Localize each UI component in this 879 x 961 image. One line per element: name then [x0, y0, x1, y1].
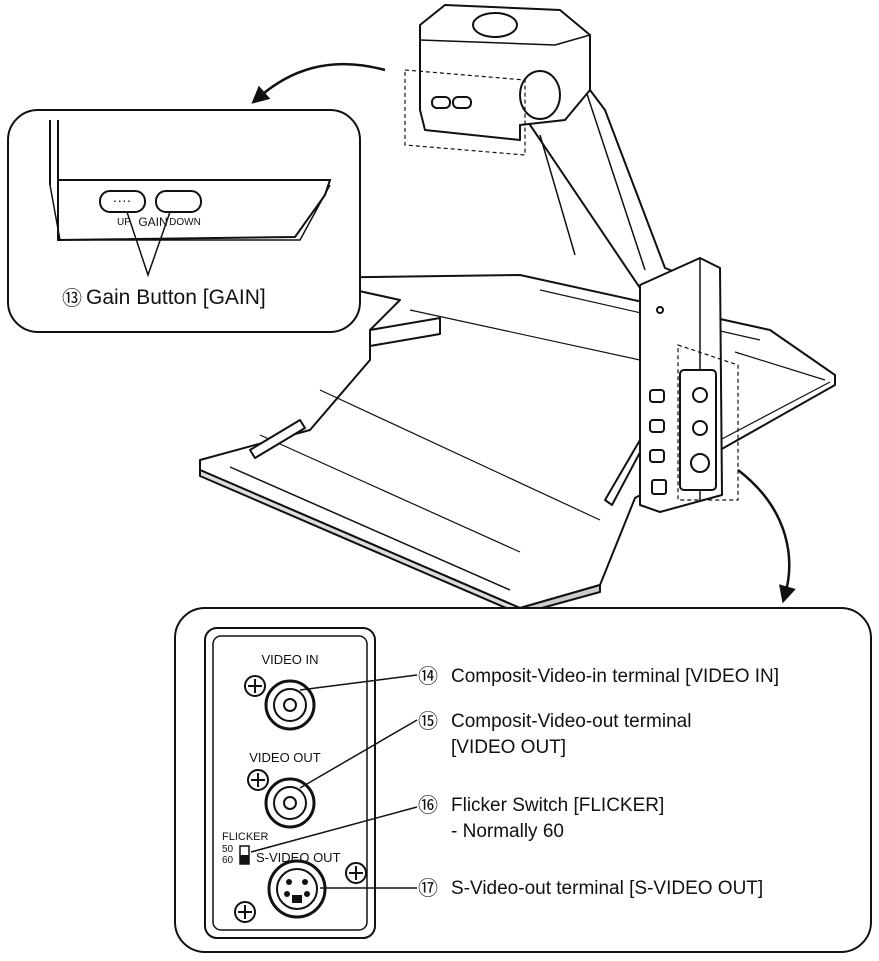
callout-15-number: ⑮ — [418, 710, 438, 733]
video-out-label: VIDEO OUT — [249, 750, 321, 765]
camera-lens-top — [472, 12, 518, 38]
arrow-to-gain-callout — [251, 62, 386, 104]
callout-15-text2: [VIDEO OUT] — [451, 737, 566, 758]
video-out-jack — [264, 777, 316, 829]
screw-icon — [244, 675, 266, 697]
flicker-switch — [239, 845, 250, 865]
gain-button-callout: ···· UP GAIN DOWN ⑬ Gain Button [GAIN] — [7, 109, 361, 333]
gain-down-label: DOWN — [169, 217, 201, 228]
callout-15-text: Composit-Video-out terminal — [451, 711, 691, 732]
callout-16-number: ⑯ — [418, 794, 438, 817]
svideo-out-jack — [267, 859, 327, 919]
callout-14-text: Composit-Video-in terminal [VIDEO IN] — [451, 666, 779, 687]
screw-icon — [345, 862, 367, 884]
gain-area-highlight — [404, 69, 526, 156]
flicker-60-label: 60 — [222, 855, 234, 866]
callout-16-text: Flicker Switch [FLICKER] — [451, 795, 664, 816]
callout-17-text: S-Video-out terminal [S-VIDEO OUT] — [451, 878, 763, 899]
flicker-label: FLICKER — [222, 831, 269, 843]
document-camera-illustration — [199, 4, 836, 615]
svideo-out-label: S-VIDEO OUT — [256, 850, 341, 865]
terminal-callout: VIDEO IN VIDEO OUT FLICKER 50 60 S — [174, 607, 872, 953]
video-in-label: VIDEO IN — [261, 652, 318, 667]
arrow-to-terminal-callout — [737, 469, 796, 604]
callout-17-number: ⑰ — [418, 877, 438, 900]
screw-icon — [247, 769, 269, 791]
callout-16-text2: - Normally 60 — [451, 821, 564, 842]
gain-label: GAIN — [138, 215, 167, 229]
gain-caption-number: ⑬ — [62, 287, 82, 310]
flicker-50-label: 50 — [222, 844, 234, 855]
callout-14-number: ⑭ — [418, 665, 438, 688]
screw-icon — [234, 901, 256, 923]
svg-text:····: ···· — [113, 192, 132, 208]
gain-caption-text: Gain Button [GAIN] — [86, 286, 266, 309]
gain-up-label: UP — [117, 217, 131, 228]
video-in-jack — [264, 679, 316, 731]
terminal-area-highlight — [677, 344, 739, 501]
leader-lines — [250, 674, 418, 889]
